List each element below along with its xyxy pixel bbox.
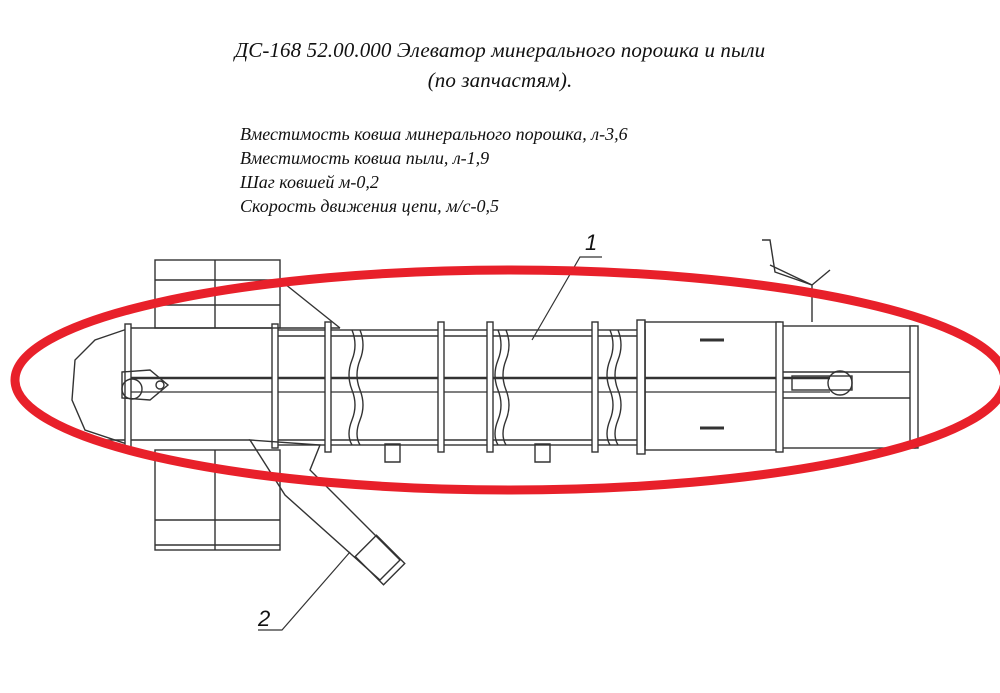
- callout-1: 1: [585, 230, 597, 255]
- spec-chain-speed: Скорость движения цепи, м/с-0,5: [240, 196, 500, 216]
- spec-powder-bucket-capacity: Вместимость ковша минерального порошка, …: [240, 124, 628, 144]
- title-line-2: (по запчастям).: [427, 68, 573, 92]
- callout-2: 2: [257, 606, 270, 631]
- title-line-1: ДС-168 52.00.000 Элеватор минерального п…: [234, 38, 766, 62]
- leader-line-1: [531, 256, 602, 341]
- leader-line-2: [258, 551, 351, 631]
- spec-dust-bucket-capacity: Вместимость ковша пыли, л-1,9: [240, 148, 490, 168]
- spec-bucket-pitch: Шаг ковшей м-0,2: [240, 172, 379, 192]
- highlight-ellipse: [10, 265, 1000, 495]
